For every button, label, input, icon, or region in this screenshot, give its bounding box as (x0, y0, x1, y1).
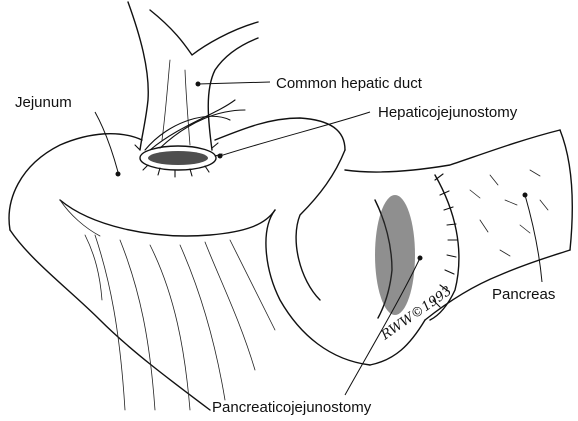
leader-dot-jejunum (116, 172, 121, 177)
leader-pancreas (525, 195, 542, 282)
leader-jejunum (95, 112, 118, 172)
label-hepaticojejunostomy: Hepaticojejunostomy (378, 104, 518, 121)
label-common-hepatic-duct: Common hepatic duct (276, 75, 423, 92)
leader-dot-pancreas (523, 193, 528, 198)
leader-lines (95, 82, 542, 396)
leader-dot-pancreaticojejunostomy (418, 256, 423, 261)
jejunum-drawing (9, 118, 425, 410)
label-pancreaticojejunostomy: Pancreaticojejunostomy (212, 399, 372, 416)
leader-dot-common-hepatic-duct (196, 82, 201, 87)
common-hepatic-duct-drawing (128, 2, 258, 150)
leader-dot-hepaticojejunostomy (218, 154, 223, 159)
label-pancreas: Pancreas (492, 286, 555, 303)
hepaticojejunostomy-drawing (135, 100, 245, 177)
label-jejunum: Jejunum (15, 94, 72, 111)
leader-common-hepatic-duct (198, 82, 270, 84)
